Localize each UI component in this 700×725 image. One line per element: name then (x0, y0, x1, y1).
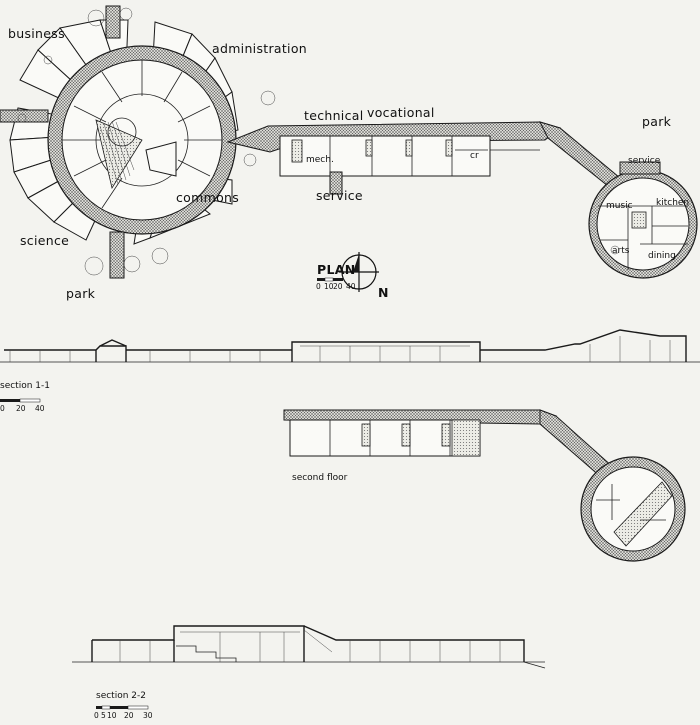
section-2-scale-tick-2: 10 (107, 711, 117, 720)
plan-scale-tick-2: 20 (333, 282, 343, 291)
section-2-2: section 2-2 0 5 10 20 30 (72, 625, 546, 720)
section-1-scale-tick-1: 20 (16, 404, 26, 413)
north-label: N (378, 285, 389, 300)
south-entry (109, 231, 125, 279)
section-2-scale-tick-0: 0 (94, 711, 99, 720)
section-2-title: section 2-2 (96, 691, 146, 701)
label-science: science (20, 233, 69, 248)
plan-scale-bar: 0 10 20 40 (316, 277, 356, 291)
label-park-east: park (642, 114, 672, 129)
section-1-1: section 1-1 0 20 40 (0, 329, 700, 413)
label-technical: technical (304, 108, 364, 123)
service-entry (329, 171, 343, 195)
inner-rooms (62, 60, 222, 209)
label-service-mid: service (316, 188, 363, 203)
section-2-scale-tick-4: 30 (143, 711, 153, 720)
west-entry (0, 109, 49, 123)
section-2-scale-tick-1: 5 (101, 711, 106, 720)
technical-vocational-wing (226, 121, 621, 195)
site-trees (17, 7, 276, 276)
label-service-top: service (628, 156, 661, 166)
north-entry (105, 5, 121, 39)
label-kitchen: kitchen (656, 198, 689, 208)
north-arrow: N (339, 252, 389, 300)
section-1-title: section 1-1 (0, 381, 50, 391)
site-plan: business administration technical vocati… (0, 5, 698, 301)
label-music: music (606, 201, 633, 211)
label-cr: cr (470, 151, 479, 161)
commons-rotunda (588, 161, 698, 279)
label-park-west: park (66, 286, 96, 301)
label-business: business (8, 26, 65, 41)
commons-hall (95, 117, 177, 190)
section-1-scale-bar: 0 20 40 (0, 398, 45, 413)
label-arts: arts (612, 246, 630, 256)
plan-scale-tick-1: 10 (324, 282, 334, 291)
section-1-scale-tick-0: 0 (0, 404, 5, 413)
label-commons: commons (176, 190, 239, 205)
section-1-scale-tick-2: 40 (35, 404, 45, 413)
label-administration: administration (212, 41, 307, 56)
section-2-scale-tick-3: 20 (124, 711, 134, 720)
label-vocational: vocational (367, 105, 435, 120)
academic-rotunda (0, 5, 276, 279)
plan-title: PLAN (317, 262, 355, 277)
label-dining: dining (648, 251, 676, 261)
section-2-scale-bar: 0 5 10 20 30 (94, 705, 153, 720)
second-floor-title: second floor (292, 473, 348, 483)
second-floor-plan: second floor (283, 409, 686, 562)
plan-scale-tick-0: 0 (316, 282, 321, 291)
label-mech: mech. (306, 155, 334, 165)
